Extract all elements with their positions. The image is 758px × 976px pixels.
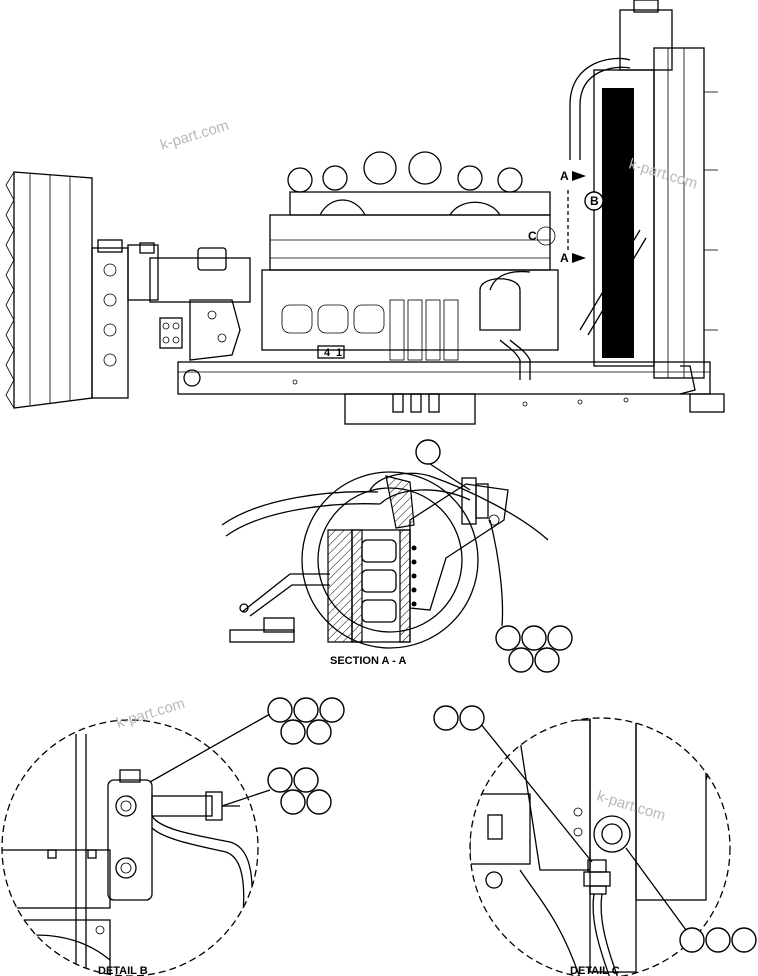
callout-a-bottom: A — [560, 251, 569, 265]
balloon-group-b-top — [267, 697, 345, 745]
watermark-1: k-part.com — [158, 117, 231, 154]
alternator-housing — [5, 171, 251, 409]
callout-c-circle — [536, 226, 556, 246]
base-frame — [177, 361, 725, 425]
section-a-a-label: SECTION A - A — [330, 655, 406, 667]
callout-a-top: A — [560, 169, 569, 183]
section-a-a-view: SECTION A - A — [221, 439, 573, 673]
generator-set-side-view: A B C A 4 1 k-part.com k-part.com — [5, 0, 725, 425]
number-plate-2: 1 — [336, 347, 342, 359]
callout-b: B — [590, 194, 599, 208]
section-callouts: A B C A 4 1 — [317, 169, 604, 359]
watermark-4: k-part.com — [595, 788, 668, 825]
detail-b-view: k-part.com DETAIL B — [1, 695, 345, 976]
callout-b-circle — [584, 191, 604, 211]
number-plate-1: 4 — [324, 347, 331, 359]
balloon-group-c-top — [433, 705, 485, 731]
balloon-group-section — [495, 625, 573, 673]
watermark-2: k-part.com — [627, 156, 700, 193]
balloon-section-top — [415, 439, 441, 465]
detail-b-label: DETAIL B — [98, 965, 148, 976]
balloon-group-c-bottom — [679, 927, 757, 953]
detail-c-view: k-part.com DETAIL C — [433, 705, 757, 976]
balloon-group-b-bottom — [267, 767, 332, 815]
arrow-a-bottom — [572, 253, 586, 263]
detail-c-label: DETAIL C — [570, 965, 620, 976]
radiator — [569, 0, 718, 395]
watermark-3: k-part.com — [114, 695, 187, 732]
engine-block — [261, 151, 559, 380]
callout-c: C — [528, 229, 537, 243]
arrow-a-top — [572, 171, 586, 181]
